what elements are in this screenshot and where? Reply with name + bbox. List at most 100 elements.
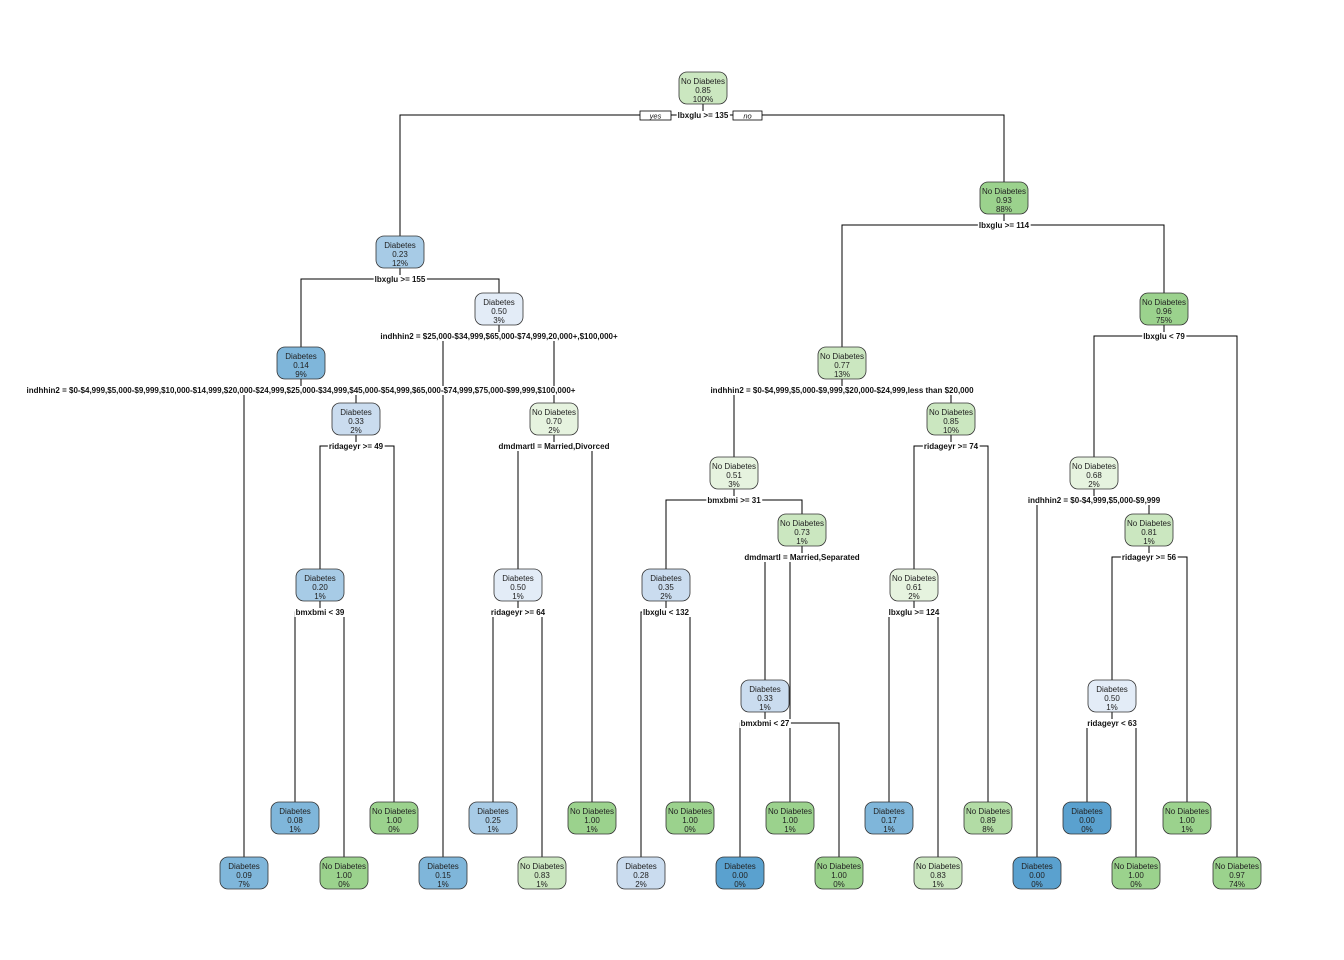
split-label-bg-50 (739, 719, 791, 728)
edge-25 (764, 556, 791, 802)
node-class-label: No Diabetes (520, 862, 564, 871)
node-percentage: 1% (437, 880, 449, 889)
split-label-3: lbxglu >= 114 (979, 221, 1030, 230)
node-percentage: 1% (1181, 825, 1193, 834)
node-probability: 0.96 (1156, 307, 1172, 316)
node-probability: 0.00 (1029, 871, 1045, 880)
split-label-4: indhhin2 = $0-$4,999,$5,000-$9,999,$10,0… (27, 386, 576, 395)
split-label-29: ridageyr >= 56 (1122, 553, 1177, 562)
node-class-label: No Diabetes (532, 408, 576, 417)
node-probability: 0.51 (726, 471, 742, 480)
split-label-bg-1 (676, 111, 730, 120)
node-percentage: 1% (487, 825, 499, 834)
node-box (665, 801, 715, 835)
node-box (1139, 292, 1189, 326)
node-percentage: 1% (1143, 537, 1155, 546)
node-percentage: 1% (1106, 703, 1118, 712)
node-probability: 1.00 (336, 871, 352, 880)
node-box (219, 856, 269, 890)
node-probability: 0.08 (287, 816, 303, 825)
node-percentage: 8% (982, 825, 994, 834)
node-percentage: 3% (728, 480, 740, 489)
node-box (709, 456, 759, 490)
node-probability: 0.00 (732, 871, 748, 880)
node-box (817, 346, 867, 380)
split-label-26: lbxglu >= 124 (889, 608, 940, 617)
node-class-label: Diabetes (873, 807, 905, 816)
node-probability: 1.00 (584, 816, 600, 825)
split-label-58: ridageyr < 63 (1087, 719, 1137, 728)
node-probability: 0.97 (1229, 871, 1245, 880)
split-label-bg-9 (327, 442, 385, 451)
node-box (493, 568, 543, 602)
node-probability: 0.77 (834, 361, 850, 370)
node-class-label: No Diabetes (712, 462, 756, 471)
node-probability: 0.09 (236, 871, 252, 880)
split-label-bg-14 (1026, 496, 1162, 505)
node-percentage: 1% (883, 825, 895, 834)
node-box (1162, 801, 1212, 835)
node-percentage: 2% (350, 426, 362, 435)
node-probability: 1.00 (782, 816, 798, 825)
node-class-label: Diabetes (483, 298, 515, 307)
node-percentage: 13% (834, 370, 850, 379)
yes-branch-label: yes (649, 112, 662, 121)
node-percentage: 3% (493, 316, 505, 325)
node-class-label: No Diabetes (1142, 298, 1186, 307)
node-class-label: Diabetes (1071, 807, 1103, 816)
split-label-bg-26 (887, 608, 941, 617)
node-percentage: 2% (660, 592, 672, 601)
node-class-label: No Diabetes (820, 352, 864, 361)
node-box (1012, 856, 1062, 890)
node-percentage: 1% (784, 825, 796, 834)
node-probability: 0.68 (1086, 471, 1102, 480)
node-probability: 0.35 (658, 583, 674, 592)
node-class-label: Diabetes (304, 574, 336, 583)
edge-29 (1111, 556, 1188, 802)
node-percentage: 2% (1088, 480, 1100, 489)
node-percentage: 12% (392, 259, 408, 268)
node-box (926, 402, 976, 436)
node-probability: 0.83 (534, 871, 550, 880)
node-box (319, 856, 369, 890)
node-box (963, 801, 1013, 835)
node-probability: 1.00 (682, 816, 698, 825)
node-box (331, 402, 381, 436)
node-percentage: 1% (512, 592, 524, 601)
node-probability: 0.81 (1141, 528, 1157, 537)
node-percentage: 74% (1229, 880, 1245, 889)
split-label-1: lbxglu >= 135 (678, 111, 729, 120)
node-box (1212, 856, 1262, 890)
split-label-bg-11 (497, 442, 611, 451)
node-box (641, 568, 691, 602)
node-probability: 0.85 (695, 86, 711, 95)
node-probability: 0.85 (943, 417, 959, 426)
node-percentage: 75% (1156, 316, 1172, 325)
node-class-label: Diabetes (340, 408, 372, 417)
node-box (1087, 679, 1137, 713)
edge-11 (517, 445, 593, 802)
split-label-bg-13 (922, 442, 980, 451)
split-label-bg-18 (294, 608, 346, 617)
node-box (295, 568, 345, 602)
node-percentage: 1% (932, 880, 944, 889)
node-class-label: No Diabetes (768, 807, 812, 816)
node-box (369, 801, 419, 835)
edge-58 (1086, 722, 1137, 857)
